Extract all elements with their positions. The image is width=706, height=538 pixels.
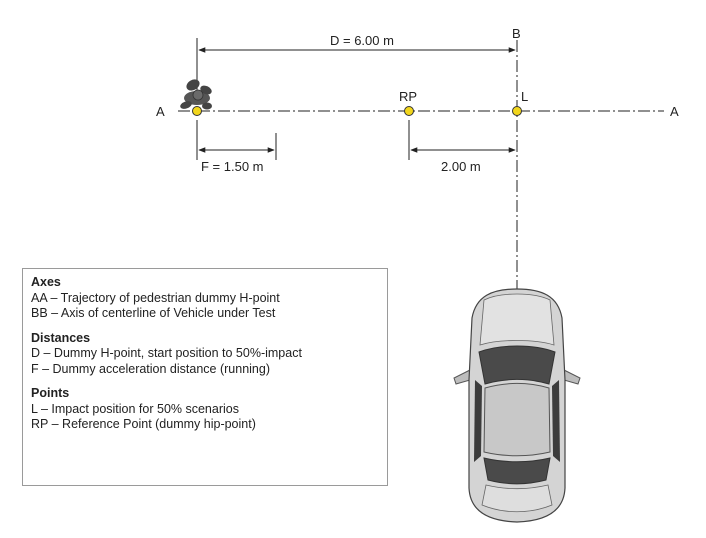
axis-a-left-label: A xyxy=(156,104,165,119)
legend-section-points: Points L – Impact position for 50% scena… xyxy=(31,386,379,433)
legend-item: F – Dummy acceleration distance (running… xyxy=(31,361,270,376)
l-point-marker xyxy=(512,106,522,116)
rp-point-label: RP xyxy=(399,89,417,104)
distance-rp-l-label: 2.00 m xyxy=(441,159,481,174)
pedestrian-dummy-icon xyxy=(180,79,212,110)
legend-section-axes: Axes AA – Trajectory of pedestrian dummy… xyxy=(31,275,379,322)
axis-a-right-label: A xyxy=(670,104,679,119)
legend-item: AA – Trajectory of pedestrian dummy H-po… xyxy=(31,290,280,305)
distance-d-label: D = 6.00 m xyxy=(330,33,394,48)
legend-item: RP – Reference Point (dummy hip-point) xyxy=(31,417,256,431)
legend-item: D – Dummy H-point, start position to 50%… xyxy=(31,346,302,360)
legend-item: L – Impact position for 50% scenarios xyxy=(31,401,239,416)
axis-b-top-label: B xyxy=(512,26,521,41)
vehicle-under-test-icon xyxy=(453,288,581,523)
l-point-label: L xyxy=(521,89,528,104)
rp-point-marker xyxy=(404,106,414,116)
legend-box: Axes AA – Trajectory of pedestrian dummy… xyxy=(22,268,388,486)
legend-axes-title: Axes xyxy=(31,275,61,289)
legend-points-title: Points xyxy=(31,386,70,400)
distance-f-label: F = 1.50 m xyxy=(201,159,264,174)
legend-item: BB – Axis of centerline of Vehicle under… xyxy=(31,306,276,320)
legend-distances-title: Distances xyxy=(31,330,91,345)
dummy-h-point-marker xyxy=(192,106,202,116)
legend-section-distances: Distances D – Dummy H-point, start posit… xyxy=(31,331,379,378)
